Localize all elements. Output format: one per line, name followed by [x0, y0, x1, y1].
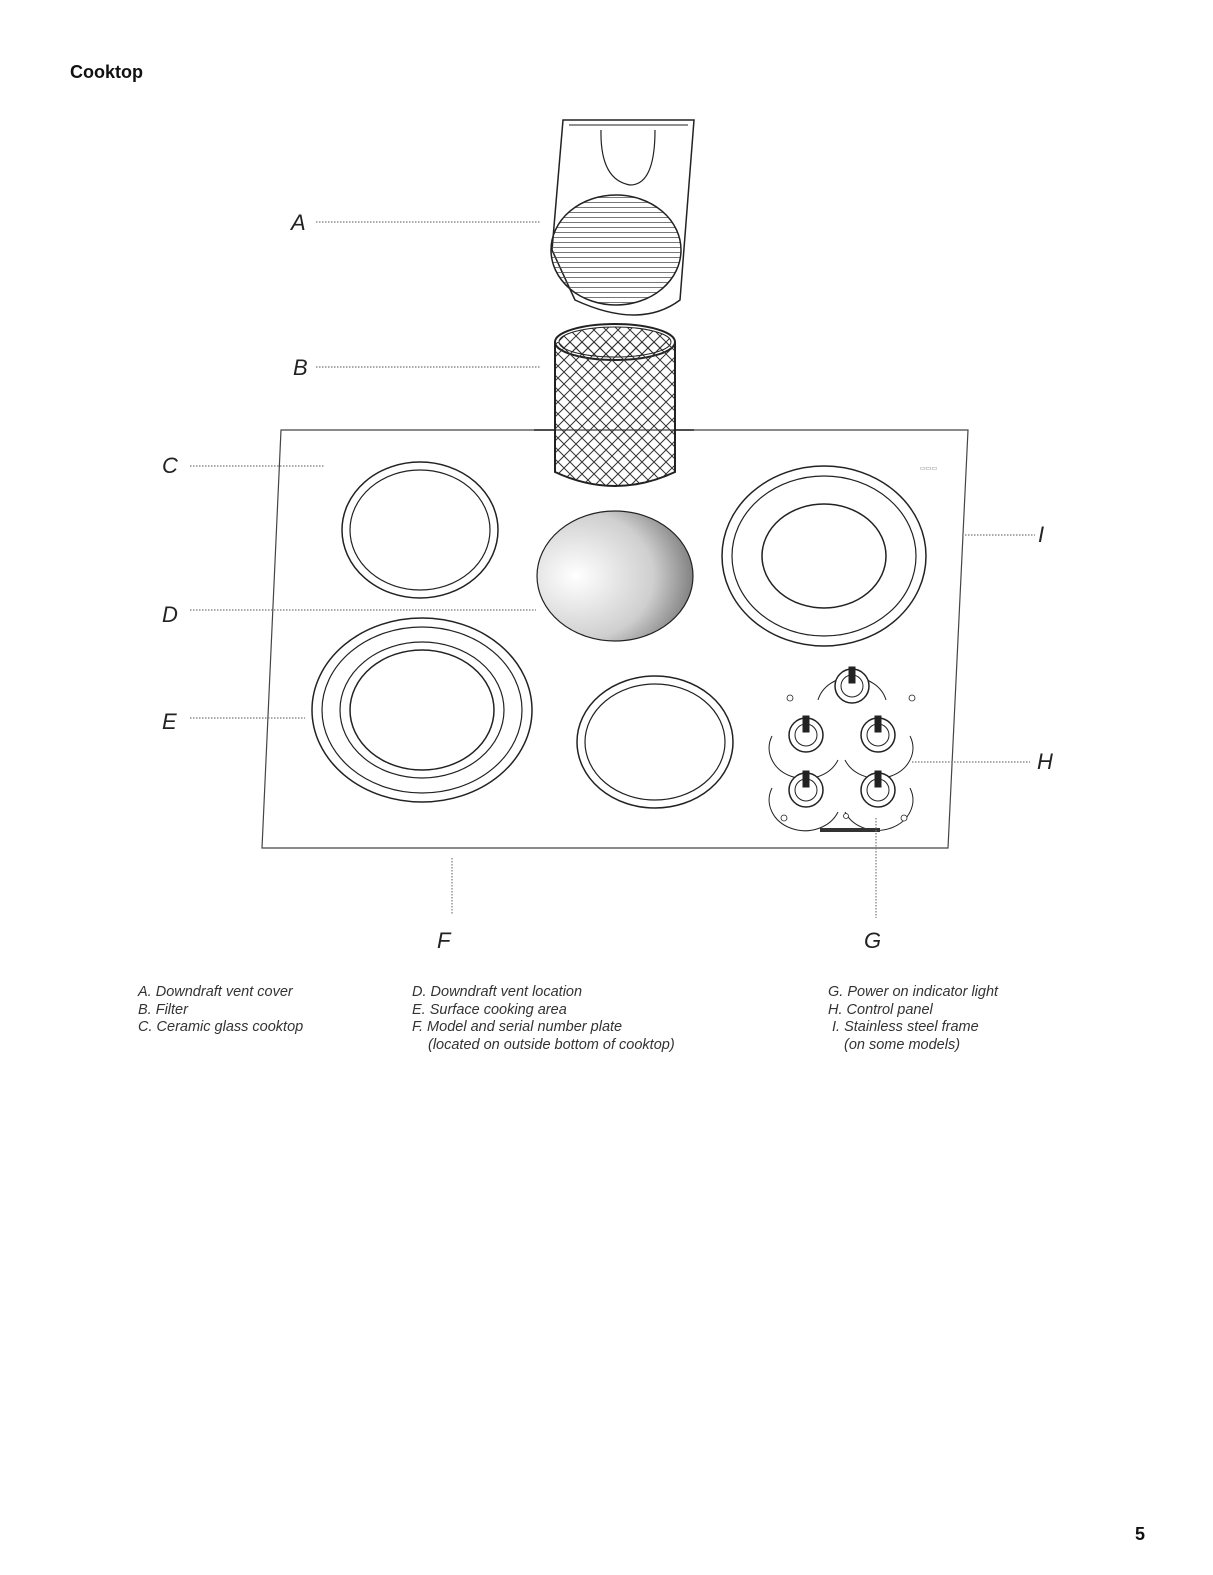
legend-item-i: I. Stainless steel frame [832, 1019, 979, 1035]
right-front-element [576, 675, 734, 809]
legend-item-g: G. Power on indicator light [828, 984, 999, 1000]
legend-column-1: A. Downdraft vent cover B. Filter C. Cer… [138, 984, 303, 1037]
callout-c: C [162, 453, 178, 478]
cooktop-diagram: ▭▭▭ [190, 119, 1035, 918]
legend-column-2: D. Downdraft vent location E. Surface co… [412, 984, 675, 1054]
control-knob-bottom-right [844, 770, 914, 831]
legend-item-f-note: (located on outside bottom of cooktop) [428, 1036, 675, 1053]
callout-d: D [162, 602, 178, 627]
legend-item-f: F. Model and serial number plate [412, 1019, 623, 1035]
callout-i: I [1038, 522, 1045, 547]
downdraft-vent-location [536, 510, 694, 642]
leader-lines [190, 221, 1035, 918]
control-knob-mid-left [768, 715, 839, 780]
left-rear-element [341, 461, 499, 599]
section-title: Cooktop [70, 62, 143, 82]
legend-item-d: D. Downdraft vent location [412, 984, 583, 1000]
control-panel [768, 666, 916, 832]
page-number: 5 [1134, 1524, 1145, 1544]
svg-text:▭▭▭: ▭▭▭ [920, 466, 937, 472]
filter [554, 323, 676, 487]
callout-e: E [162, 709, 177, 734]
legend-item-h: H. Control panel [828, 1001, 933, 1018]
legend-item-a: A. Downdraft vent cover [138, 984, 293, 1000]
cooking-elements [311, 461, 927, 809]
legend-column-3: G. Power on indicator light H. Control p… [828, 984, 998, 1054]
legend-item-e: E. Surface cooking area [412, 1001, 567, 1018]
callout-f: F [437, 928, 451, 953]
control-knob-top [817, 666, 887, 704]
callout-h: H [1037, 749, 1053, 774]
left-front-element [311, 617, 533, 803]
callout-b: B [293, 355, 308, 380]
legend-item-b: B. Filter [138, 1001, 188, 1018]
downdraft-vent-cover [550, 119, 695, 316]
callout-a: A [291, 210, 306, 235]
legend-item-c: C. Ceramic glass cooktop [138, 1019, 304, 1035]
control-knob-mid-right [844, 715, 914, 779]
power-on-indicator-light [843, 813, 849, 819]
callout-g: G [864, 928, 882, 953]
right-rear-element [721, 465, 927, 647]
legend-item-i-note: (on some models) [844, 1036, 961, 1053]
control-knob-bottom-left [768, 770, 839, 832]
